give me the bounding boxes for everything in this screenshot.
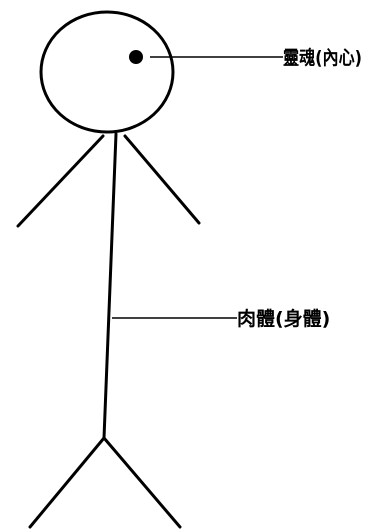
figure-right-leg <box>102 436 182 529</box>
body-label: 肉體(身體) <box>237 307 330 330</box>
figure-right-arm <box>123 134 201 225</box>
figure-left-arm <box>16 134 105 228</box>
figure-left-leg <box>28 436 106 529</box>
soul-label: 靈魂(內心) <box>283 46 362 69</box>
figure-head <box>39 10 175 134</box>
soul-dot <box>129 50 143 64</box>
figure-torso <box>102 132 118 440</box>
stick-figure <box>16 10 201 529</box>
